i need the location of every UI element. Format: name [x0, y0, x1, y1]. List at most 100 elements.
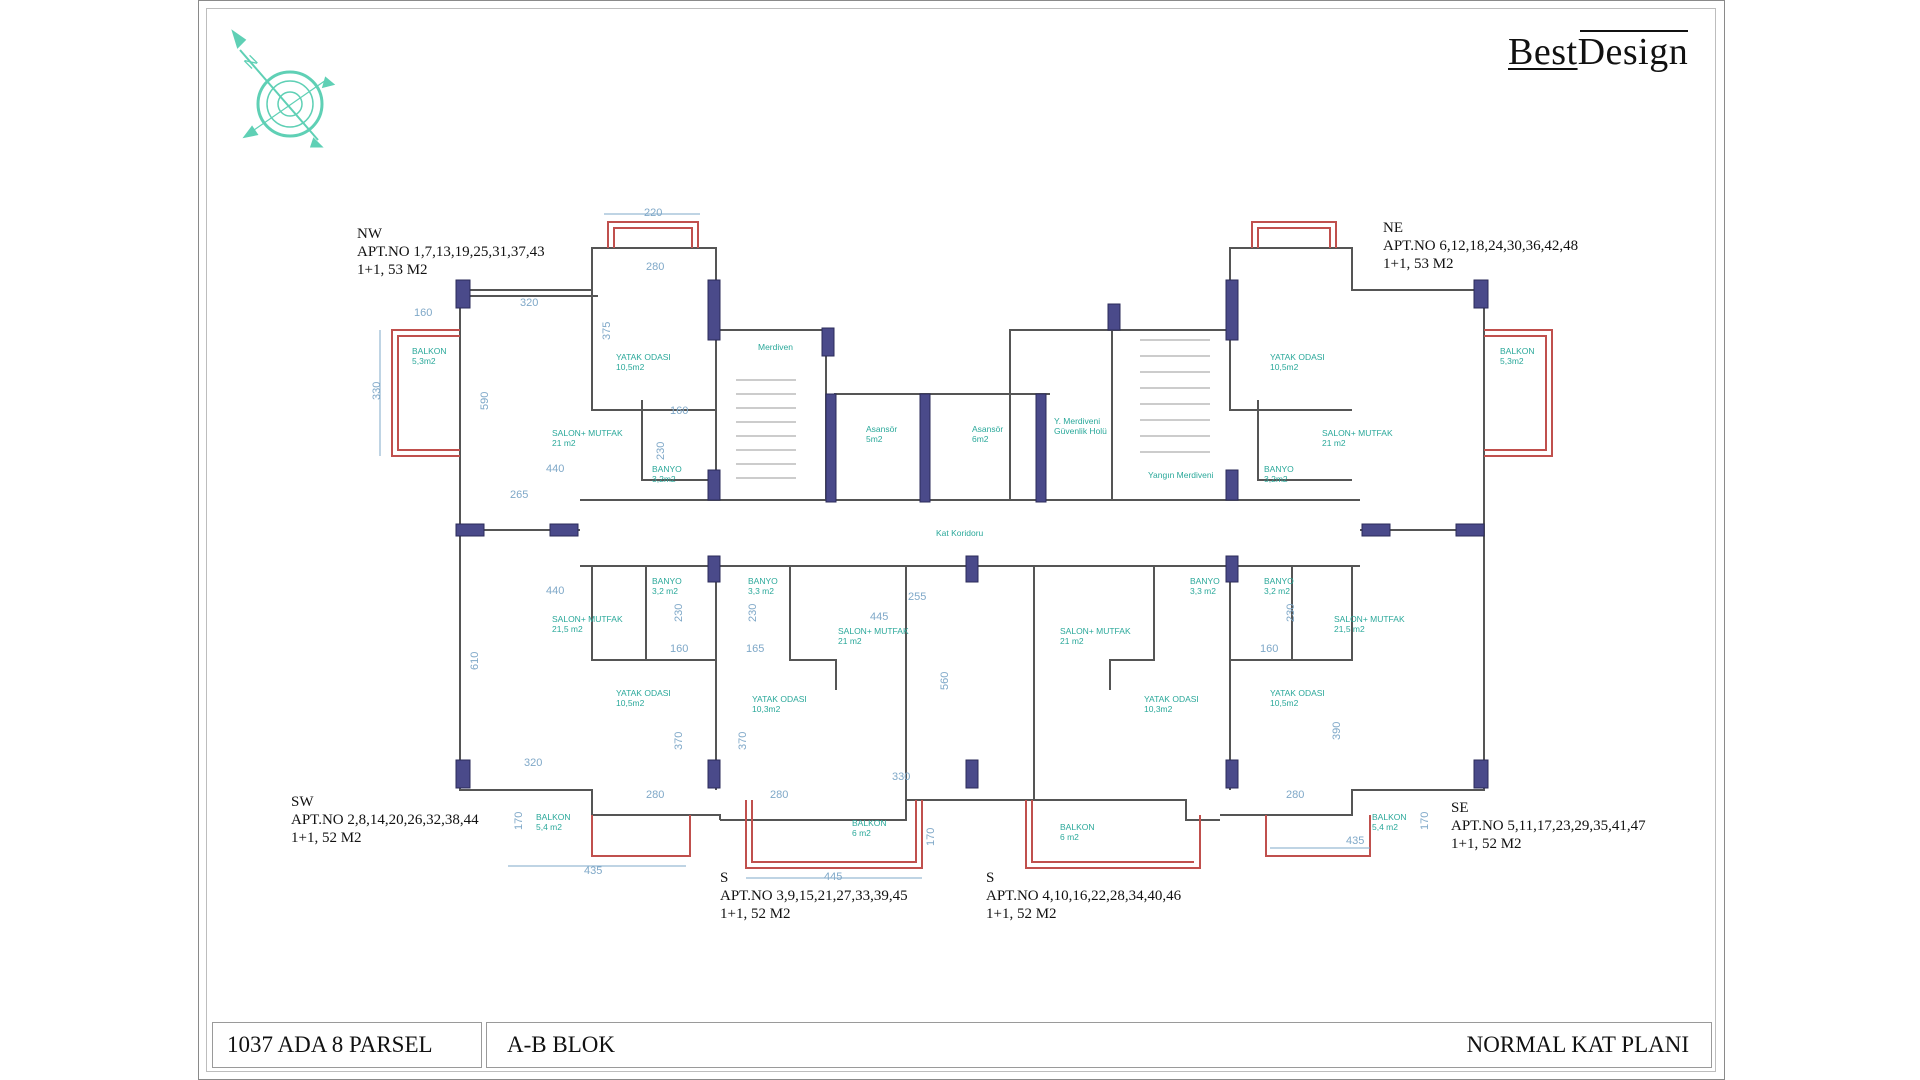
area-salon-ne: 21 m2 [1322, 438, 1346, 448]
dim-370-sw: 370 [673, 732, 685, 750]
dim-330: 330 [371, 382, 383, 400]
dim-560: 560 [939, 672, 951, 690]
room-asansor-1: Asansör [866, 424, 897, 434]
dim-170-s1: 170 [925, 828, 937, 846]
unit-s2-direction: S [986, 870, 995, 886]
area-salon-se: 21,5 m2 [1334, 624, 1365, 634]
brand-overline [1580, 30, 1688, 32]
area-asansor-1: 5m2 [866, 434, 883, 444]
room-balkon-ne: BALKON [1500, 346, 1535, 356]
dim-440-nw: 440 [546, 463, 564, 475]
area-salon-s1: 21 m2 [838, 636, 862, 646]
area-salon-sw: 21,5 m2 [552, 624, 583, 634]
room-banyo-nw: BANYO [652, 464, 682, 474]
balcony-outlines [391, 221, 1553, 869]
titleblock-main: A-B BLOK NORMAL KAT PLANI [486, 1022, 1712, 1068]
room-salon-s2: SALON+ MUTFAK [1060, 626, 1131, 636]
area-asansor-2: 6m2 [972, 434, 989, 444]
dimension-labels: 220 280 320 160 330 590 375 160 230 440 … [371, 207, 1431, 883]
room-banyo-sw: BANYO [652, 576, 682, 586]
room-koridor: Kat Koridoru [936, 528, 984, 538]
room-yatak-se: YATAK ODASI [1270, 688, 1325, 698]
area-banyo-nw: 3,2m2 [652, 474, 676, 484]
room-asansor-2: Asansör [972, 424, 1003, 434]
unit-sw-direction: SW [291, 794, 314, 810]
dim-330-s1: 330 [892, 771, 910, 783]
unit-nw-direction: NW [357, 226, 382, 242]
room-balkon-sw: BALKON [536, 812, 571, 822]
area-yatak-s1: 10,3m2 [752, 704, 781, 714]
dim-230-se: 230 [1285, 604, 1297, 622]
unit-s1-apt: APT.NO 3,9,15,21,27,33,39,45 [720, 888, 908, 904]
dim-280-se: 280 [1286, 789, 1304, 801]
room-yatak-sw: YATAK ODASI [616, 688, 671, 698]
area-balkon-s1: 6 m2 [852, 828, 871, 838]
unit-ne-apt: APT.NO 6,12,18,24,30,36,42,48 [1383, 238, 1579, 254]
room-salon-se: SALON+ MUTFAK [1334, 614, 1405, 624]
unit-s1-direction: S [720, 870, 729, 886]
area-banyo-s2: 3,3 m2 [1190, 586, 1216, 596]
dimension-lines [379, 213, 1370, 879]
area-banyo-se: 3,2 m2 [1264, 586, 1290, 596]
room-yangin: Yangın Merdiveni [1148, 470, 1214, 480]
room-yatak-s1: YATAK ODASI [752, 694, 807, 704]
unit-se-size: 1+1, 52 M2 [1451, 836, 1522, 852]
unit-nw-size: 1+1, 53 M2 [357, 262, 428, 278]
dim-230-nw: 230 [655, 442, 667, 460]
unit-label-sw: SW APT.NO 2,8,14,20,26,32,38,44 1+1, 52 … [291, 793, 479, 847]
dim-375: 375 [601, 322, 613, 340]
area-balkon-ne: 5,3m2 [1500, 356, 1524, 366]
stair-treads [736, 339, 1210, 479]
dim-230-s1: 230 [747, 604, 759, 622]
dim-230-sw: 230 [673, 604, 685, 622]
unit-ne-size: 1+1, 53 M2 [1383, 256, 1454, 272]
room-yatak-s2: YATAK ODASI [1144, 694, 1199, 704]
dim-320-nw: 320 [520, 297, 538, 309]
unit-s1-size: 1+1, 52 M2 [720, 906, 791, 922]
area-salon-s2: 21 m2 [1060, 636, 1084, 646]
titleblock-parcel: 1037 ADA 8 PARSEL [212, 1022, 482, 1068]
room-banyo-s1: BANYO [748, 576, 778, 586]
dim-445-s1: 445 [870, 611, 888, 623]
dim-370-s1: 370 [737, 732, 749, 750]
unit-se-apt: APT.NO 5,11,17,23,29,35,41,47 [1451, 818, 1646, 834]
dim-440-sw: 440 [546, 585, 564, 597]
room-banyo-ne: BANYO [1264, 464, 1294, 474]
dim-255: 255 [908, 591, 926, 603]
structural-columns [455, 279, 1489, 789]
brand-part1: Best [1508, 31, 1578, 73]
unit-s2-apt: APT.NO 4,10,16,22,28,34,40,46 [986, 888, 1182, 904]
dim-280-sw: 280 [646, 789, 664, 801]
room-balkon-s1: BALKON [852, 818, 887, 828]
area-banyo-sw: 3,2 m2 [652, 586, 678, 596]
titleblock-block-text: A-B BLOK [507, 1032, 615, 1057]
dim-435-sw: 435 [584, 865, 602, 877]
room-guvenlik: Güvenlik Holü [1054, 426, 1107, 436]
room-yatak-ne: YATAK ODASI [1270, 352, 1325, 362]
dim-610: 610 [469, 652, 481, 670]
dim-170-sw: 170 [513, 812, 525, 830]
unit-label-s2: S APT.NO 4,10,16,22,28,34,40,46 1+1, 52 … [986, 869, 1181, 923]
dim-320-sw: 320 [524, 757, 542, 769]
unit-sw-apt: APT.NO 2,8,14,20,26,32,38,44 [291, 812, 479, 828]
area-balkon-se: 5,4 m2 [1372, 822, 1398, 832]
dim-160-sw: 160 [670, 643, 688, 655]
room-balkon-se: BALKON [1372, 812, 1407, 822]
dim-160-se: 160 [1260, 643, 1278, 655]
room-banyo-se: BANYO [1264, 576, 1294, 586]
room-balkon-nw: BALKON [412, 346, 447, 356]
brand-logo: BestDesign [1508, 30, 1688, 74]
room-salon-nw: SALON+ MUTFAK [552, 428, 623, 438]
dim-265: 265 [510, 489, 528, 501]
dim-220: 220 [644, 207, 662, 219]
dim-445-bottom: 445 [824, 871, 842, 883]
unit-s2-size: 1+1, 52 M2 [986, 906, 1057, 922]
area-yatak-nw: 10,5m2 [616, 362, 645, 372]
area-yatak-ne: 10,5m2 [1270, 362, 1299, 372]
dim-165: 165 [746, 643, 764, 655]
unit-sw-size: 1+1, 52 M2 [291, 830, 362, 846]
room-y-merdiven: Y. Merdiveni [1054, 416, 1100, 426]
unit-se-direction: SE [1451, 800, 1469, 816]
dim-160-bath: 160 [670, 405, 688, 417]
